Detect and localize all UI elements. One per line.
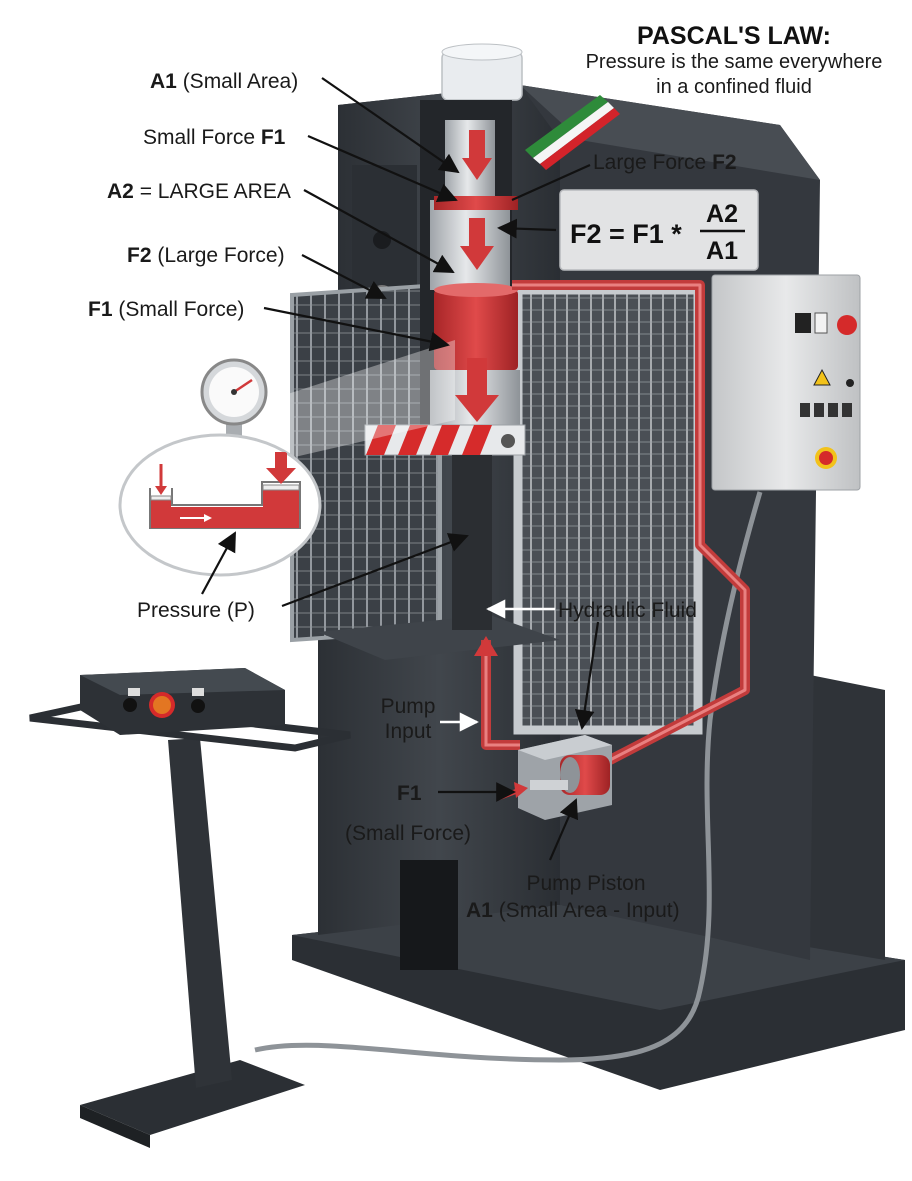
formula-box: F2 = F1 * A2 A1 [559, 189, 759, 271]
warning-icon [813, 368, 831, 386]
formula-numerator: A2 [706, 200, 738, 228]
f1-down-arrow-icon [462, 158, 492, 180]
hydraulic-pump [518, 735, 612, 820]
left-safety-guard [292, 285, 440, 640]
force-arrows [455, 130, 528, 801]
f2-down-arrow-icon [460, 246, 494, 270]
label-f1-pump: F1 [397, 782, 422, 805]
formula-denominator: A1 [706, 237, 738, 265]
label-hydraulic-fluid: Hydraulic Fluid [558, 599, 697, 622]
right-safety-door [518, 290, 698, 730]
cabinet-opening [400, 860, 458, 970]
label-large-force-f2: Large Force F2 [593, 151, 737, 174]
press-machine [254, 43, 905, 1090]
label-pump-input-line1: Pump [381, 695, 436, 718]
label-f2-large-force: F2 (Large Force) [127, 244, 285, 267]
label-small-force-f1: Small Force F1 [143, 126, 286, 149]
small-area-band [434, 196, 518, 210]
control-cable [254, 491, 763, 1063]
flag-stripe-green [525, 95, 608, 158]
leader-lines [201, 77, 600, 861]
header: PASCAL'S LAW: Pressure is the same every… [586, 22, 883, 98]
label-pressure: Pressure (P) [137, 599, 255, 622]
pressure-inset [118, 340, 455, 577]
pump-piston-rod [530, 780, 568, 790]
control-box [711, 274, 861, 491]
labels: A1 (Small Area) Small Force F1 A2 = LARG… [88, 70, 737, 922]
header-line-2: in a confined fluid [656, 76, 812, 98]
label-a2-large-area: A2 = LARGE AREA [107, 180, 291, 203]
formula-lhs: F2 = F1 * [570, 219, 682, 249]
large-cylinder [434, 290, 518, 370]
label-small-force-pump: (Small Force) [345, 822, 471, 845]
hydraulic-lines [474, 280, 750, 765]
emergency-stop-icon [837, 315, 857, 335]
label-a1-small-area-input: A1 (Small Area - Input) [466, 899, 680, 922]
pump-force-arrow-icon [514, 782, 528, 798]
pendant-control-stand [29, 668, 351, 1148]
label-pump-piston: Pump Piston [526, 872, 645, 895]
work-table [318, 615, 560, 660]
header-line-1: Pressure is the same everywhere [586, 51, 883, 73]
output-force-arrow-icon [455, 395, 499, 422]
label-a1-small-area: A1 (Small Area) [150, 70, 298, 93]
header-title: PASCAL'S LAW: [637, 22, 831, 50]
lower-cabinet [318, 625, 560, 935]
label-pump-input-line2: Input [385, 720, 432, 743]
label-f1-small-force: F1 (Small Force) [88, 298, 244, 321]
